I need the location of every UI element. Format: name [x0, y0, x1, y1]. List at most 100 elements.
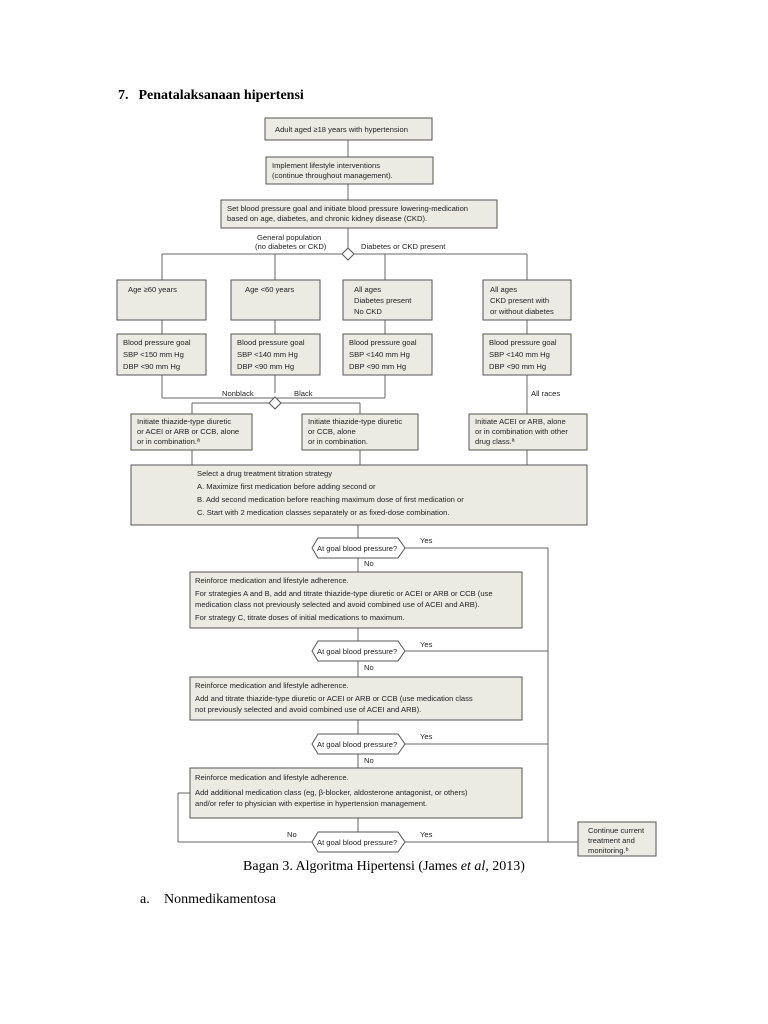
bp-goal-line: SBP <140 mm Hg: [237, 350, 298, 359]
bp-goal-line: SBP <140 mm Hg: [349, 350, 410, 359]
step-line: For strategy C, titrate doses of initial…: [195, 613, 405, 622]
step-line: Reinforce medication and lifestyle adher…: [195, 576, 349, 585]
step2-box: [189, 676, 523, 721]
lifestyle-line: Implement lifestyle interventions: [272, 161, 380, 170]
general-population-label: (no diabetes or CKD): [255, 242, 327, 251]
figure-caption: Bagan 3. Algoritma Hipertensi (James et …: [0, 859, 768, 875]
group-label: Diabetes present: [354, 296, 412, 305]
no-label: No: [287, 830, 297, 839]
bp-goal-line: DBP <90 mm Hg: [237, 362, 294, 371]
no-label: No: [364, 663, 374, 672]
group-label: or without diabetes: [490, 307, 554, 316]
lifestyle-line: (continue throughout management).: [272, 171, 393, 180]
group-diabetes: [342, 279, 433, 321]
bp-goal-line: Blood pressure goal: [349, 338, 417, 347]
decision-text: At goal blood pressure?: [317, 838, 397, 847]
goal-setting-line: based on age, diabetes, and chronic kidn…: [227, 214, 427, 223]
group-label: Age ≥60 years: [128, 285, 177, 294]
bp-goal-line: DBP <90 mm Hg: [489, 362, 546, 371]
yes-label: Yes: [420, 640, 433, 649]
section-number: 7.: [118, 88, 129, 103]
diabetes-ckd-label: Diabetes or CKD present: [361, 242, 446, 251]
caption-suffix: , 2013): [485, 859, 525, 874]
continue-line: Continue current: [588, 826, 645, 835]
bp-goal-line: Blood pressure goal: [237, 338, 305, 347]
initiate-line: or CCB, alone: [308, 427, 356, 436]
yes-label: Yes: [420, 536, 433, 545]
general-population-label: General population: [257, 233, 321, 242]
initiate-black-box: [301, 413, 419, 451]
initiate-line: Initiate ACEI or ARB, alone: [475, 417, 566, 426]
bp-goal-box-3: [342, 333, 433, 376]
strategy-line: A. Maximize first medication before addi…: [197, 482, 376, 491]
initiate-line: or in combination with other: [475, 427, 568, 436]
step-line: and/or refer to physician with expertise…: [195, 799, 427, 808]
bp-goal-line: DBP <90 mm Hg: [349, 362, 406, 371]
initiate-line: drug class.ª: [475, 437, 515, 446]
subsection-heading: a. Nonmedikamentosa: [140, 892, 276, 908]
initiate-line: or in combination.: [308, 437, 368, 446]
step-line: For strategies A and B, add and titrate …: [195, 589, 493, 598]
strategy-line: C. Start with 2 medication classes separ…: [197, 508, 449, 517]
group-label: All ages: [490, 285, 517, 294]
race-split-diamond: [268, 396, 282, 410]
bp-goal-line: DBP <90 mm Hg: [123, 362, 180, 371]
continue-line: monitoring.ᵇ: [588, 846, 629, 855]
step-line: Add and titrate thiazide-type diuretic o…: [195, 694, 473, 703]
section-title: Penatalaksanaan hipertensi: [138, 88, 304, 103]
decision-diamond-4: [311, 831, 406, 853]
goal-setting-line: Set blood pressure goal and initiate blo…: [227, 204, 468, 213]
group-ckd: [482, 279, 572, 321]
caption-etal: et al: [460, 859, 486, 874]
step-line: Reinforce medication and lifestyle adher…: [195, 681, 349, 690]
initiate-line: or in combination.ª: [137, 437, 200, 446]
subsection-text: Nonmedikamentosa: [164, 892, 276, 907]
decision-text: At goal blood pressure?: [317, 647, 397, 656]
subsection-label: a.: [140, 892, 150, 907]
nonblack-label: Nonblack: [222, 389, 254, 398]
bp-goal-line: Blood pressure goal: [123, 338, 191, 347]
group-label: CKD present with: [490, 296, 549, 305]
group-label: Age <60 years: [245, 285, 294, 294]
no-label: No: [364, 756, 374, 765]
initiate-line: Initiate thiazide-type diuretic: [137, 417, 231, 426]
decision-text: At goal blood pressure?: [317, 544, 397, 553]
group-age60plus: [116, 279, 207, 321]
bp-goal-line: SBP <150 mm Hg: [123, 350, 184, 359]
black-label: Black: [294, 389, 313, 398]
all-races-label: All races: [531, 389, 560, 398]
decision-diamond-2: [311, 640, 406, 662]
step-line: medication class not previously selected…: [195, 600, 480, 609]
start-text: Adult aged ≥18 years with hypertension: [275, 125, 408, 134]
strategy-box: [130, 464, 588, 526]
group-label: No CKD: [354, 307, 382, 316]
continue-box: [577, 821, 657, 857]
bp-goal-box-4: [482, 333, 572, 376]
decision-text: At goal blood pressure?: [317, 740, 397, 749]
strategy-line: B. Add second medication before reaching…: [197, 495, 464, 504]
bp-goal-box-2: [230, 333, 321, 376]
no-label: No: [364, 559, 374, 568]
step-line: Reinforce medication and lifestyle adher…: [195, 773, 349, 782]
initiate-ckd-box: [468, 413, 588, 451]
lifestyle-box: [265, 156, 434, 185]
start-box: [264, 117, 433, 141]
initiate-line: Initiate thiazide-type diuretic: [308, 417, 402, 426]
bp-goal-box-1: [116, 333, 207, 376]
bp-goal-line: Blood pressure goal: [489, 338, 557, 347]
continue-line: treatment and: [588, 836, 635, 845]
caption-prefix: Bagan 3. Algoritma Hipertensi (James: [243, 859, 461, 874]
step1-box: [189, 571, 523, 629]
group-age-under60: [230, 279, 321, 321]
goal-setting-box: [220, 199, 498, 229]
strategy-line: Select a drug treatment titration strate…: [197, 469, 332, 478]
yes-label: Yes: [420, 732, 433, 741]
decision-diamond-1: [311, 537, 406, 559]
step-line: not previously selected and avoid combin…: [195, 705, 421, 714]
decision-diamond-3: [311, 733, 406, 755]
yes-label: Yes: [420, 830, 433, 839]
initiate-nonblack-box: [130, 413, 253, 451]
population-split-diamond: [341, 247, 355, 261]
section-heading: 7. Penatalaksanaan hipertensi: [118, 88, 304, 104]
